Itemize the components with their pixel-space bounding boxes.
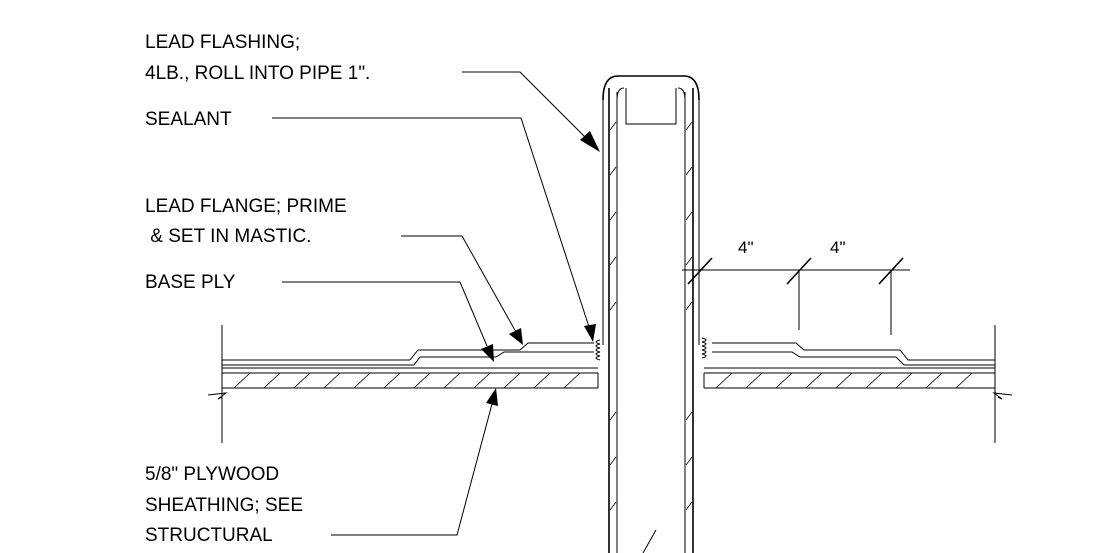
dimension-tick-left [687, 257, 713, 285]
sealant-bead-left [595, 339, 601, 361]
dimension-group: 4" 4" [682, 238, 910, 335]
pipe-wall-hatch [609, 121, 693, 511]
label-plywood-line1: 5/8" PLYWOOD [145, 464, 279, 485]
arrow-lead-flange [509, 328, 523, 345]
flange-lower-left [222, 351, 594, 366]
dimension-tick-right [878, 257, 904, 285]
roll-tuck [625, 88, 677, 125]
roof-assembly [207, 325, 1013, 443]
leader-plywood [331, 403, 493, 536]
flange-top-right [712, 342, 995, 361]
leader-lead-flashing [462, 71, 591, 143]
label-lead-flange-line2: & SET IN MASTIC. [145, 226, 311, 247]
label-plywood-line2: SHEATHING; SEE [145, 495, 303, 516]
flange-lower-right [712, 351, 995, 366]
flange-top-left [409, 342, 594, 361]
callout-labels: LEAD FLASHING; 4LB., ROLL INTO PIPE 1". … [145, 32, 370, 546]
label-lead-flashing-line1: LEAD FLASHING; [145, 32, 300, 53]
vent-pipe [595, 75, 707, 553]
arrow-plywood [486, 388, 498, 406]
pipe-bottom-leader [642, 529, 657, 553]
leader-base-ply [282, 281, 488, 347]
dimension-label-2: 4" [830, 238, 846, 257]
dimension-tick-mid [786, 257, 812, 285]
sealant-bead-right [701, 337, 707, 359]
dimension-label-1: 4" [738, 238, 754, 257]
label-lead-flashing-line2: 4LB., ROLL INTO PIPE 1". [145, 63, 370, 84]
label-sealant: SEALANT [145, 109, 232, 130]
roll-inner-left [616, 87, 625, 101]
roll-inner-right [677, 87, 686, 101]
arrow-sealant [584, 324, 596, 342]
plywood-hatch-left [233, 372, 581, 389]
leader-sealant [272, 117, 591, 331]
label-base-ply: BASE PLY [145, 272, 236, 293]
right-break-symbol [992, 392, 1013, 400]
leader-lines [272, 71, 600, 536]
leader-lead-flange [401, 235, 517, 333]
label-plywood-line3: STRUCTURAL [145, 525, 273, 546]
plywood-hatch-right [715, 372, 973, 389]
left-break-symbol [207, 392, 228, 400]
label-lead-flange-line1: LEAD FLANGE; PRIME [145, 196, 347, 217]
flashing-roll-top [602, 75, 700, 101]
arrow-lead-flashing [580, 131, 600, 152]
arrow-base-ply [481, 344, 494, 362]
